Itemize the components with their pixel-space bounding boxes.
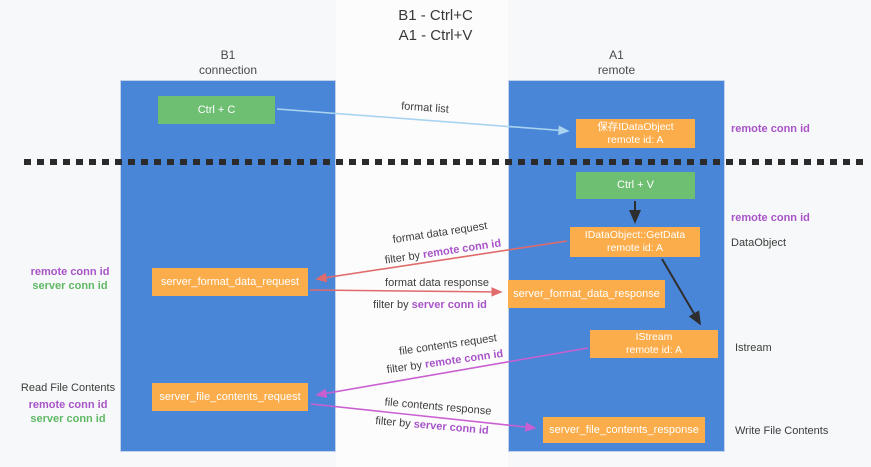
right-label-dataobject: DataObject bbox=[731, 237, 787, 249]
label-format-data-response: format data response bbox=[385, 277, 489, 289]
left-server-conn-id-1: server conn id bbox=[32, 280, 108, 292]
right-label-remote-conn-id-mid: remote conn id bbox=[731, 212, 810, 224]
label-format-data-response-filter: filter by server conn id bbox=[373, 299, 487, 311]
right-label-remote-conn-id-top: remote conn id bbox=[731, 123, 810, 135]
node-save-dataobject-line2: remote id: A bbox=[607, 133, 664, 146]
left-remote-conn-id-1: remote conn id bbox=[30, 266, 110, 278]
filter-by-text-2: filter by bbox=[373, 299, 412, 311]
node-server-file-contents-response: server_file_contents_response bbox=[543, 417, 705, 443]
left-label-read-file-contents-group: Read File Contents remote conn id server… bbox=[16, 381, 120, 426]
node-ctrl-v-label: Ctrl + V bbox=[617, 179, 654, 191]
title-line-1: B1 - Ctrl+C bbox=[398, 7, 473, 24]
column-a1-subtitle: remote bbox=[597, 63, 636, 77]
node-ctrl-v: Ctrl + V bbox=[576, 172, 695, 199]
node-server-format-data-response: server_format_data_response bbox=[508, 280, 665, 308]
diagram-title: B1 - Ctrl+C A1 - Ctrl+V bbox=[0, 6, 871, 46]
node-istream: IStream remote id: A bbox=[590, 330, 718, 358]
right-label-write-file-contents: Write File Contents bbox=[735, 425, 829, 437]
left-server-conn-id-2: server conn id bbox=[30, 413, 106, 425]
left-label-conn-ids-1: remote conn id server conn id bbox=[22, 265, 118, 293]
column-header-b1: B1 connection bbox=[120, 48, 336, 78]
node-ctrl-c-label: Ctrl + C bbox=[197, 103, 236, 116]
node-format-response-label: server_format_data_response bbox=[513, 287, 660, 300]
left-label-read-file-contents: Read File Contents bbox=[20, 382, 116, 394]
node-getdata-line2: remote id: A bbox=[606, 242, 664, 254]
right-label-istream: Istream bbox=[735, 342, 772, 354]
node-istream-line1: IStream bbox=[635, 331, 673, 343]
server-conn-id-key-1: server conn id bbox=[411, 299, 487, 311]
node-ctrl-c: Ctrl + C bbox=[158, 96, 275, 124]
node-istream-line2: remote id: A bbox=[625, 344, 683, 356]
left-remote-conn-id-2: remote conn id bbox=[28, 399, 108, 411]
column-b1-name: B1 bbox=[220, 48, 236, 62]
column-header-a1: A1 remote bbox=[508, 48, 725, 78]
node-getdata-line1: IDataObject::GetData bbox=[584, 229, 686, 241]
column-b1-subtitle: connection bbox=[198, 63, 258, 77]
column-a1-name: A1 bbox=[609, 48, 624, 62]
node-idataobject-getdata: IDataObject::GetData remote id: A bbox=[570, 227, 700, 257]
title-line-2: A1 - Ctrl+V bbox=[398, 27, 473, 44]
node-file-request-label: server_file_contents_request bbox=[159, 390, 301, 403]
node-server-file-contents-request: server_file_contents_request bbox=[152, 383, 308, 411]
node-file-response-label: server_file_contents_response bbox=[549, 423, 699, 436]
node-format-request-label: server_format_data_request bbox=[160, 275, 300, 288]
node-server-format-data-request: server_format_data_request bbox=[152, 268, 308, 296]
node-save-dataobject: 保存IDataObject remote id: A bbox=[576, 119, 695, 148]
node-save-dataobject-line1: 保存IDataObject bbox=[597, 120, 674, 133]
